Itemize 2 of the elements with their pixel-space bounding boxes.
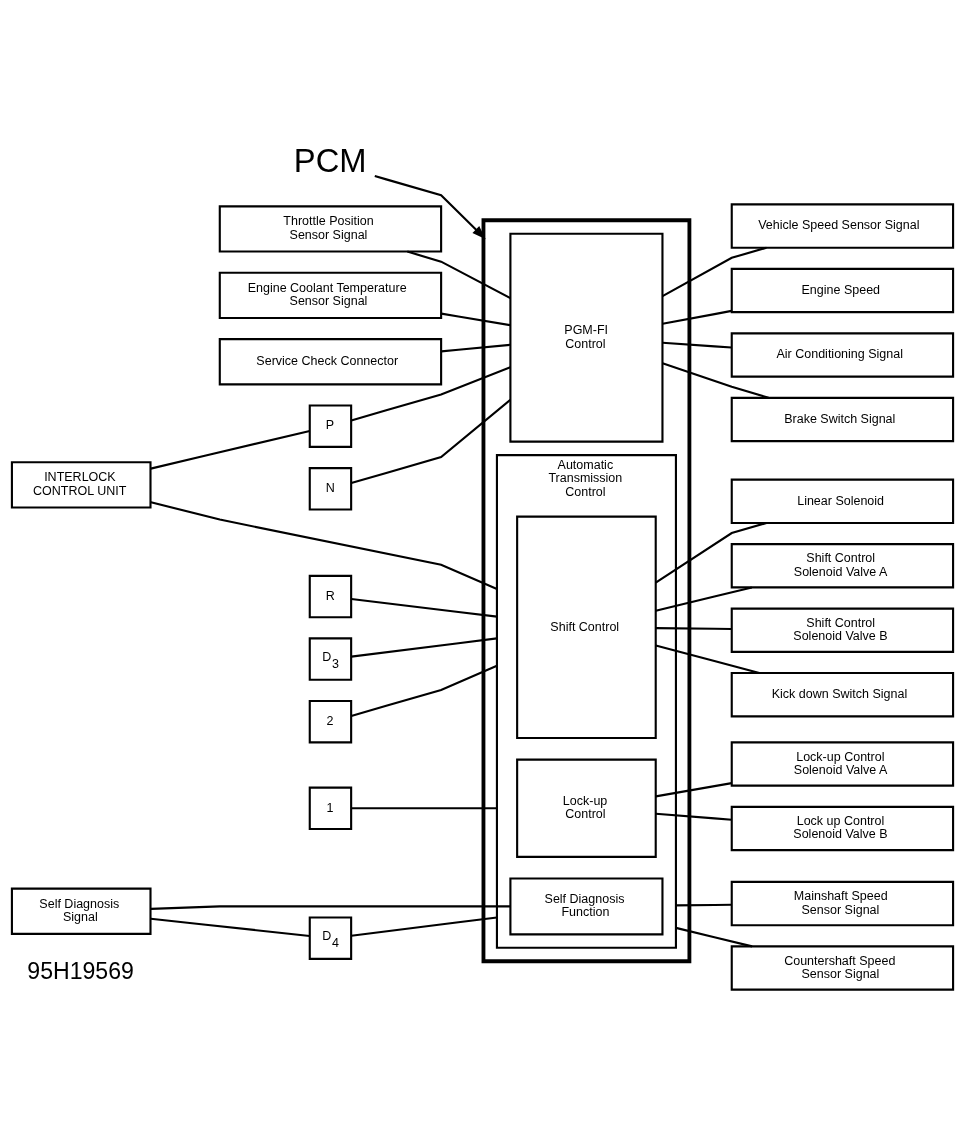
node-text: PCM	[293, 141, 367, 179]
label: 95H19569	[27, 957, 134, 984]
